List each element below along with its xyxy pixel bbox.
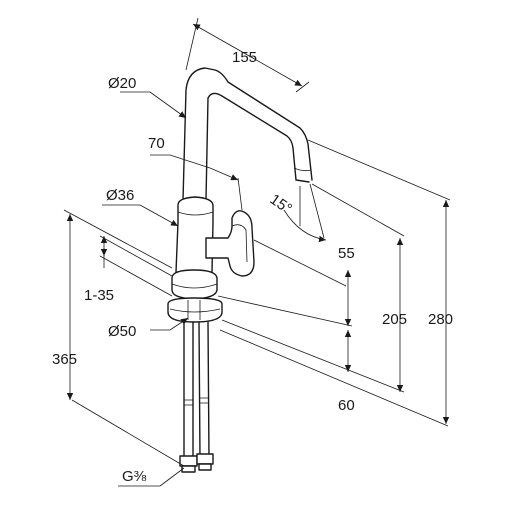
label-spout-height: 70	[148, 135, 165, 152]
faucet-outline	[167, 67, 313, 473]
label-spout-angle: 15°	[267, 191, 295, 218]
label-spout-diameter: Ø20	[108, 75, 136, 92]
supply-hose-right	[198, 321, 210, 461]
dimension-labels: 155 Ø20 70 Ø36 15° 55 205 280 1-35 Ø50 3…	[52, 49, 453, 485]
label-counter-thickness: 1-35	[84, 287, 114, 304]
hose-fitting-left	[179, 455, 198, 467]
spout-tip-ring	[293, 167, 312, 172]
label-connection-length: 60	[338, 397, 355, 414]
dimension-lines	[63, 17, 451, 487]
label-spout-reach: 155	[232, 49, 257, 66]
label-total-height: 280	[428, 311, 453, 328]
base-ring	[171, 269, 218, 300]
handle-lever	[205, 210, 255, 277]
label-base-diameter: Ø50	[108, 323, 136, 340]
label-tail-length: 365	[52, 351, 77, 368]
label-height-to-outlet: 205	[382, 311, 407, 328]
label-body-diameter: Ø36	[106, 187, 134, 204]
label-handle-height: 55	[338, 245, 355, 262]
hose-fitting-right	[196, 453, 214, 465]
label-connection-thread: G⅜	[122, 468, 147, 485]
spout-tube	[182, 67, 313, 201]
supply-hose-left	[183, 321, 194, 461]
mounting-plate	[167, 297, 223, 323]
